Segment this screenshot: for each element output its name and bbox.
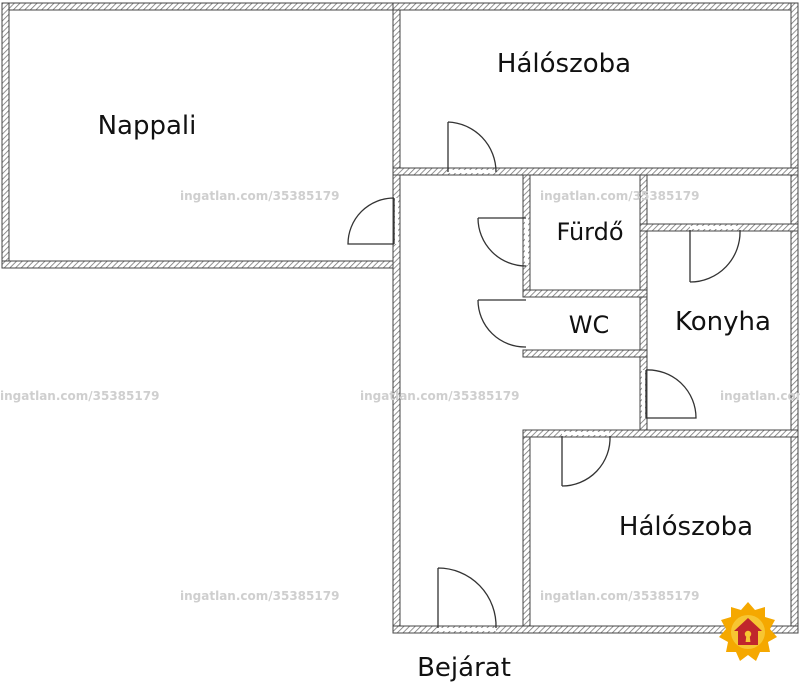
watermark-6: ingatlan.com/35385179 xyxy=(180,589,339,603)
label-wc: WC xyxy=(569,311,610,339)
watermarks: ingatlan.com/35385179 ingatlan.com/35385… xyxy=(0,189,800,603)
watermark-2: ingatlan.com/35385179 xyxy=(540,189,699,203)
wall-top-bedroom-top xyxy=(392,2,799,11)
watermark-5: ingatlan.com/35385179 xyxy=(720,389,800,403)
door-gaps xyxy=(395,170,737,631)
house-keyhole-icon xyxy=(719,602,777,661)
wall-bottom xyxy=(392,625,799,634)
label-entrance: Bejárat xyxy=(417,653,511,683)
door-bottom-bedroom xyxy=(561,435,611,487)
wall-nappali-left xyxy=(1,2,10,269)
door-furdo xyxy=(477,217,527,267)
watermark-3: ingatlan.com/35385179 xyxy=(0,389,159,403)
label-furdo: Fürdő xyxy=(556,218,623,246)
wall-nappali-bottom xyxy=(1,260,401,269)
door-entrance xyxy=(437,567,497,629)
doors xyxy=(347,121,741,629)
label-nappali: Nappali xyxy=(98,111,197,141)
label-haloszoba-bottom: Hálószoba xyxy=(619,512,753,542)
door-corridor-konyha xyxy=(645,369,697,419)
wall-konyha-bottom xyxy=(522,429,799,438)
door-konyha xyxy=(689,229,741,283)
watermark-1: ingatlan.com/35385179 xyxy=(180,189,339,203)
label-haloszoba-top: Hálószoba xyxy=(497,49,631,79)
door-wc xyxy=(477,299,527,348)
watermark-7: ingatlan.com/35385179 xyxy=(540,589,699,603)
wall-furdo-wc xyxy=(522,289,648,298)
door-nappali xyxy=(347,197,395,245)
wall-wc-bottom xyxy=(522,349,648,358)
room-labels: Nappali Hálószoba Fürdő WC Konyha Hálósz… xyxy=(98,49,771,683)
wall-nappali-top xyxy=(1,2,401,11)
wall-center-vertical xyxy=(392,2,401,634)
door-top-bedroom xyxy=(447,121,497,173)
watermark-4: ingatlan.com/35385179 xyxy=(360,389,519,403)
wall-top-bedroom-bottom xyxy=(392,167,799,176)
wall-right xyxy=(790,2,799,634)
wall-corridor-right-lower xyxy=(522,431,531,634)
label-konyha: Konyha xyxy=(675,307,771,337)
